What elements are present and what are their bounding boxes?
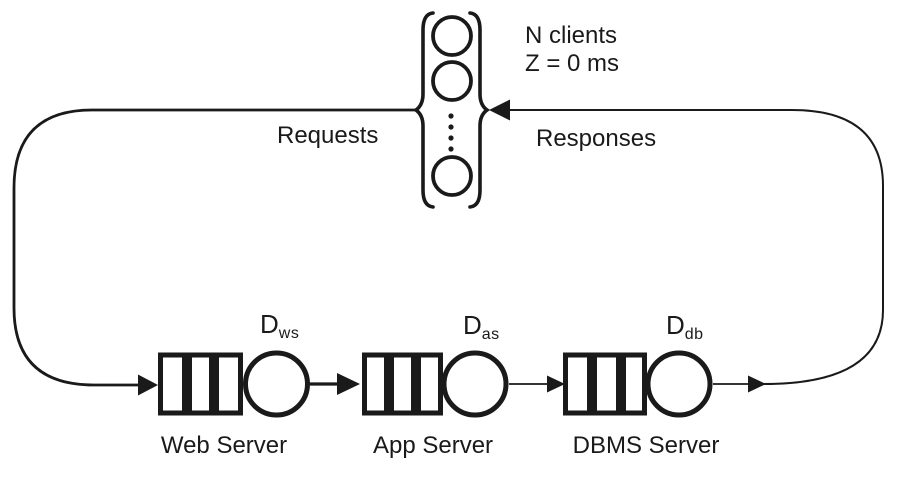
clients-info: N clients Z = 0 ms [525, 22, 619, 78]
dbms-exit-arrowhead-icon [748, 375, 766, 393]
demand-label-as: Das [463, 312, 500, 343]
demand-subscript: as [481, 326, 500, 343]
station-label-app: App Server [372, 432, 494, 459]
ellipsis-dot-icon [448, 124, 454, 130]
queue-slot-bar-icon [182, 354, 192, 414]
queue-slot-bar-icon [616, 354, 626, 414]
app-queue-icon [362, 352, 443, 416]
app-server-station-icon [362, 350, 509, 418]
app-to-dbms-arrowhead-icon [547, 375, 565, 393]
ellipsis-dot-icon [448, 135, 454, 141]
queue-slot-bar-icon [384, 354, 394, 414]
queue-slot-bar-icon [411, 354, 421, 414]
client-circle-icon [431, 15, 473, 57]
arrow-app-to-dbms [509, 375, 565, 393]
request-flow-path [12, 108, 415, 396]
queue-slot-bar-icon [587, 354, 597, 414]
web-server-circle-icon [243, 350, 310, 418]
think-time-label: Z = 0 ms [525, 50, 620, 77]
demand-symbol: D [666, 310, 685, 340]
response-flow-path [489, 99, 884, 393]
left-brace-icon [412, 11, 435, 209]
demand-symbol: D [260, 309, 279, 339]
client-circle-icon [431, 155, 473, 197]
demand-symbol: D [463, 310, 482, 340]
ellipsis-dot-icon [448, 146, 454, 152]
requests-label: Requests [277, 122, 379, 149]
response-flow-line [510, 109, 884, 385]
demand-label-db: Ddb [666, 312, 704, 343]
app-server-circle-icon [441, 350, 509, 418]
responses-label: Responses [536, 125, 657, 152]
clients-count-label: N clients [525, 22, 618, 49]
response-arrowhead-icon [489, 99, 510, 121]
demand-subscript: ws [278, 325, 300, 342]
station-label-dbms: DBMS Server [572, 432, 720, 459]
queue-slot-bar-icon [209, 354, 219, 414]
web-queue-icon [158, 352, 243, 416]
request-flow-line [12, 108, 415, 387]
web-to-app-arrowhead-icon [337, 373, 360, 395]
client-population-icon [412, 11, 491, 209]
client-circle-icon [431, 60, 473, 102]
dbms-server-station-icon [563, 350, 713, 418]
demand-label-ws: Dws [260, 311, 299, 342]
web-server-station-icon [158, 350, 310, 418]
dbms-server-circle-icon [645, 350, 713, 418]
demand-subscript: db [684, 326, 704, 343]
ellipsis-dot-icon [448, 113, 454, 119]
arrow-web-to-app [310, 373, 360, 395]
station-label-web: Web Server [160, 432, 288, 459]
request-arrowhead-icon [138, 374, 158, 396]
right-brace-icon [468, 11, 491, 209]
dbms-queue-icon [563, 352, 647, 416]
